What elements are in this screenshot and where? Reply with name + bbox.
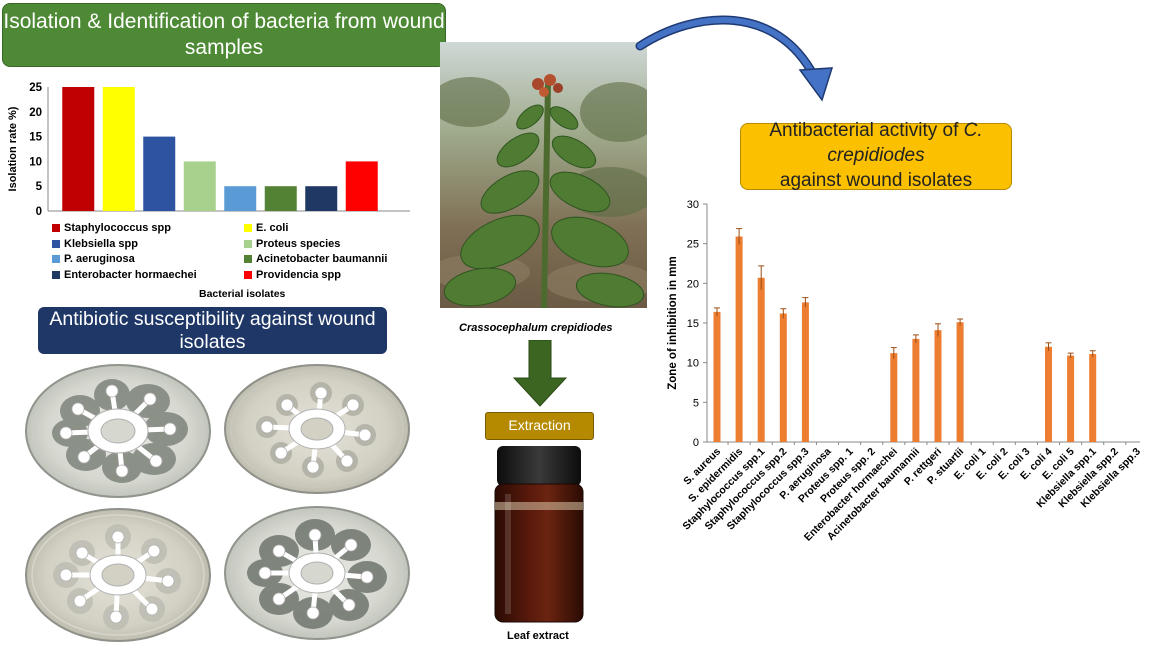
- legend-label: Enterobacter hormaechei: [64, 268, 197, 281]
- antibiotic-disc-plate-icon: [224, 364, 410, 494]
- legend-item: Acinetobacter baumannii: [244, 253, 387, 265]
- banner-antibiotic-text: Antibiotic susceptibility against wound …: [49, 308, 376, 353]
- bar: [1089, 353, 1097, 442]
- bar: [735, 236, 743, 442]
- legend-item: Proteus species: [244, 238, 340, 250]
- plant-photo-icon: [440, 42, 647, 308]
- bar: [264, 186, 297, 211]
- curved-arrow-icon: [635, 15, 834, 102]
- y-tick-label: 15: [687, 318, 699, 330]
- bar: [890, 353, 898, 442]
- plant-caption: Crassocephalum crepidiodes: [459, 322, 613, 334]
- y-tick-label: 5: [36, 181, 43, 193]
- banner-antibiotic-susceptibility: Antibiotic susceptibility against wound …: [38, 307, 387, 354]
- extract-caption: Leaf extract: [507, 630, 569, 642]
- y-tick-label: 10: [29, 156, 42, 168]
- bar: [305, 186, 338, 211]
- banner-extraction: Extraction: [485, 412, 594, 440]
- legend-label: E. coli: [256, 222, 289, 234]
- legend-label: P. aeruginosa: [64, 253, 135, 265]
- banner-isolation-identification: Isolation & Identification of bacteria f…: [2, 3, 446, 67]
- antibiotic-disc-plate-icon: [224, 506, 410, 640]
- legend-label: Acinetobacter baumannii: [256, 253, 388, 265]
- bar: [801, 302, 809, 442]
- legend-label: Proteus species: [256, 237, 341, 250]
- y-tick-label: 20: [29, 107, 42, 119]
- legend-item: E. coli: [244, 222, 288, 234]
- legend-item: Providencia spp: [244, 269, 341, 281]
- bar: [143, 136, 176, 211]
- legend-swatch: [52, 270, 60, 279]
- y-axis-label: Isolation rate %): [7, 106, 19, 191]
- legend-item: Enterobacter hormaechei: [52, 269, 197, 281]
- bar: [713, 311, 721, 442]
- y-tick-label: 25: [687, 239, 699, 251]
- banner-antibacterial-suffix: against wound isolates: [779, 169, 973, 191]
- legend-label: Klebsiella spp: [64, 237, 138, 250]
- legend-item: Staphylococcus spp: [52, 222, 171, 234]
- bar: [912, 338, 920, 442]
- legend-item: P. aeruginosa: [52, 253, 135, 265]
- y-axis-label: Zone of inhibition in mm: [667, 256, 679, 390]
- banner-extraction-text: Extraction: [508, 417, 571, 434]
- legend-swatch: [244, 239, 252, 248]
- legend-item: Klebsiella spp: [52, 238, 138, 250]
- y-tick-label: 25: [29, 82, 42, 94]
- bar: [183, 161, 216, 211]
- banner-antibacterial-species: C. crepidiodes: [827, 120, 983, 167]
- legend-swatch: [244, 255, 252, 263]
- antibiotic-plates-grid: [25, 364, 410, 642]
- y-tick-label: 0: [693, 437, 699, 449]
- legend-swatch: [52, 239, 60, 248]
- isolation-chart-xlabel: Bacterial isolates: [199, 288, 286, 300]
- y-tick-label: 5: [693, 397, 699, 409]
- bar: [62, 87, 95, 211]
- banner-antibacterial-prefix: Antibacterial activity of: [769, 120, 964, 142]
- antibiotic-disc-plate-icon: [25, 364, 211, 498]
- bar: [779, 313, 787, 442]
- y-tick-label: 30: [687, 199, 699, 211]
- bar: [956, 322, 964, 442]
- bar: [224, 186, 257, 211]
- y-tick-label: 15: [29, 132, 42, 144]
- bar: [1045, 346, 1052, 442]
- y-tick-label: 10: [687, 358, 699, 370]
- legend-label: Providencia spp: [256, 268, 341, 281]
- arrow-down-icon: [512, 340, 568, 407]
- legend-swatch: [52, 224, 60, 232]
- extract-vial-icon: [494, 446, 584, 623]
- legend-swatch: [244, 270, 252, 279]
- bar: [345, 161, 378, 211]
- legend-swatch: [52, 255, 60, 263]
- banner-isolation-text: Isolation & Identification of bacteria f…: [3, 9, 445, 59]
- banner-antibacterial-activity: Antibacterial activity of C. crepidiodes…: [740, 120, 1012, 191]
- y-tick-label: 20: [687, 278, 699, 290]
- bar: [1067, 355, 1075, 442]
- bar: [102, 87, 135, 211]
- y-tick-label: 0: [36, 206, 42, 218]
- bar: [757, 277, 765, 442]
- antibiotic-disc-plate-icon: [25, 508, 211, 642]
- bar: [934, 330, 942, 442]
- legend-label: Staphylococcus spp: [64, 222, 171, 234]
- legend-swatch: [244, 224, 252, 232]
